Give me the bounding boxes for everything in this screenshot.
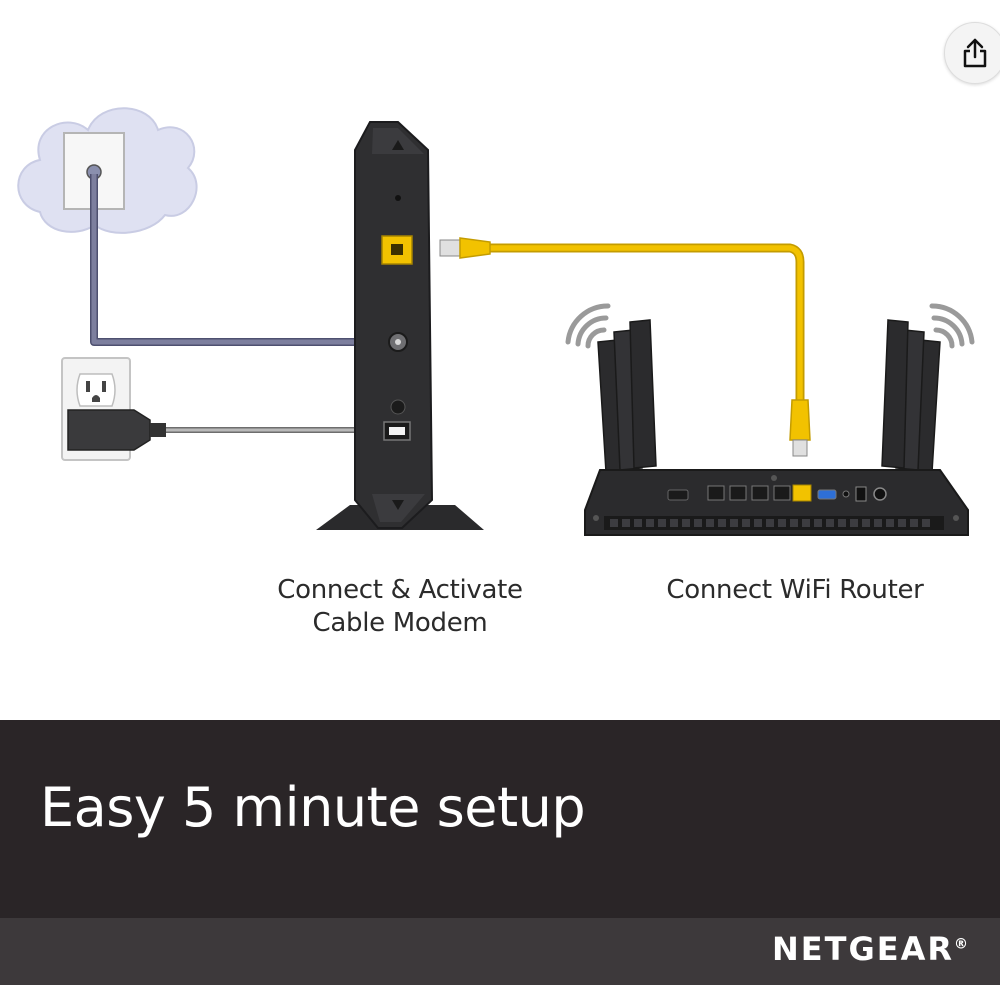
cable-modem xyxy=(316,121,484,530)
brand-bar xyxy=(0,918,1000,985)
modem-ethernet-port xyxy=(381,235,413,265)
router-power-switch xyxy=(855,486,867,502)
modem-body xyxy=(354,121,434,529)
ethernet-plug-router-end xyxy=(789,399,811,457)
tagline-banner xyxy=(0,720,1000,918)
wifi-router xyxy=(584,319,969,536)
share-button[interactable] xyxy=(944,22,1000,84)
router-usb3-port xyxy=(817,489,837,500)
wifi-signal-right-icon xyxy=(929,303,975,349)
ethernet-plug-modem-end xyxy=(439,237,491,259)
router-lan-port-1 xyxy=(707,485,725,501)
tagline-text: Easy 5 minute setup xyxy=(40,776,586,839)
router-power-port xyxy=(873,487,887,501)
router-lan-port-4 xyxy=(773,485,791,501)
brand-name: NETGEAR xyxy=(772,930,954,968)
registered-mark: ® xyxy=(954,936,970,953)
modem-power-button xyxy=(390,399,406,415)
bottom-strip xyxy=(0,985,1000,1000)
wall-coax-outlet xyxy=(17,107,198,234)
router-step-caption: Connect WiFi Router xyxy=(666,575,924,605)
modem-step-caption: Connect & Activate Cable Modem xyxy=(240,574,560,640)
wifi-signal-left-icon xyxy=(565,303,611,349)
router-reset-button xyxy=(842,490,850,498)
modem-caption-line1: Connect & Activate xyxy=(277,575,523,605)
netgear-logo: NETGEAR® xyxy=(772,930,970,968)
setup-diagram xyxy=(17,107,975,536)
share-icon xyxy=(963,38,987,68)
router-usb-port xyxy=(667,489,689,501)
power-outlet xyxy=(61,357,166,461)
modem-caption-line2: Cable Modem xyxy=(312,608,488,638)
router-lan-port-3 xyxy=(751,485,769,501)
router-lan-port-2 xyxy=(729,485,747,501)
power-adapter xyxy=(67,409,151,451)
router-internet-port xyxy=(792,484,812,502)
